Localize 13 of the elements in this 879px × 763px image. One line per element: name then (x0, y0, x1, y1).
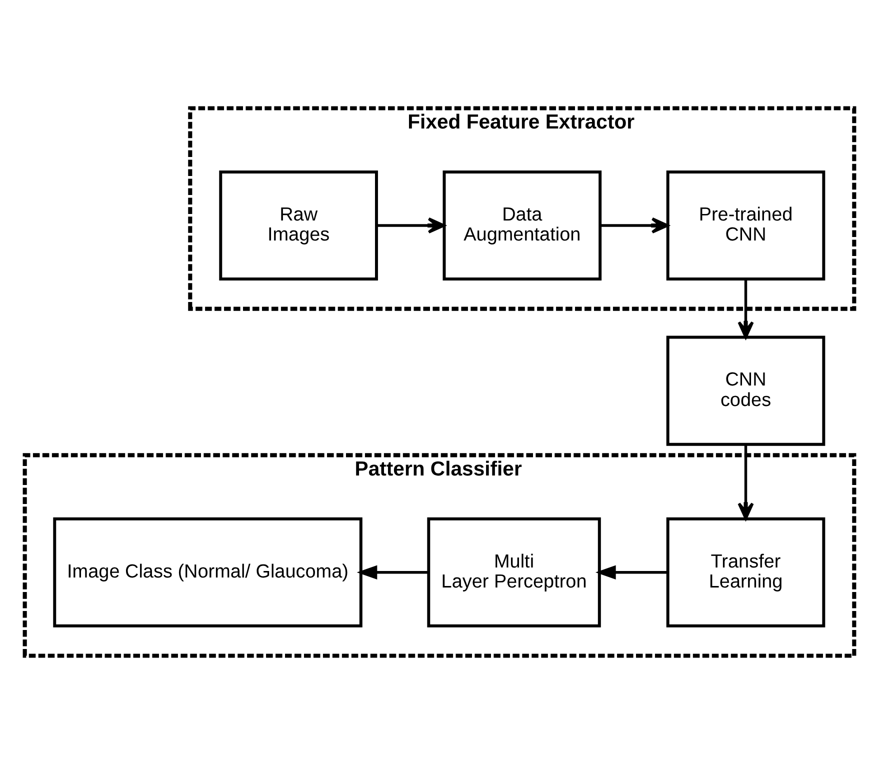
arrow (376, 216, 446, 234)
arrow (738, 278, 754, 338)
node-box: Raw Images (219, 170, 378, 280)
arrow (356, 564, 428, 580)
node-box: CNN codes (666, 335, 826, 446)
arrow (595, 564, 668, 580)
node-box: Pre-trained CNN (666, 170, 826, 280)
arrow (738, 444, 754, 520)
node-box: Image Class (Normal/ Glaucoma) (53, 516, 362, 627)
arrow (600, 216, 669, 234)
node-box: Data Augmentation (442, 170, 602, 280)
node-box: Transfer Learning (666, 516, 826, 627)
node-box: Multi Layer Perceptron (427, 516, 601, 627)
